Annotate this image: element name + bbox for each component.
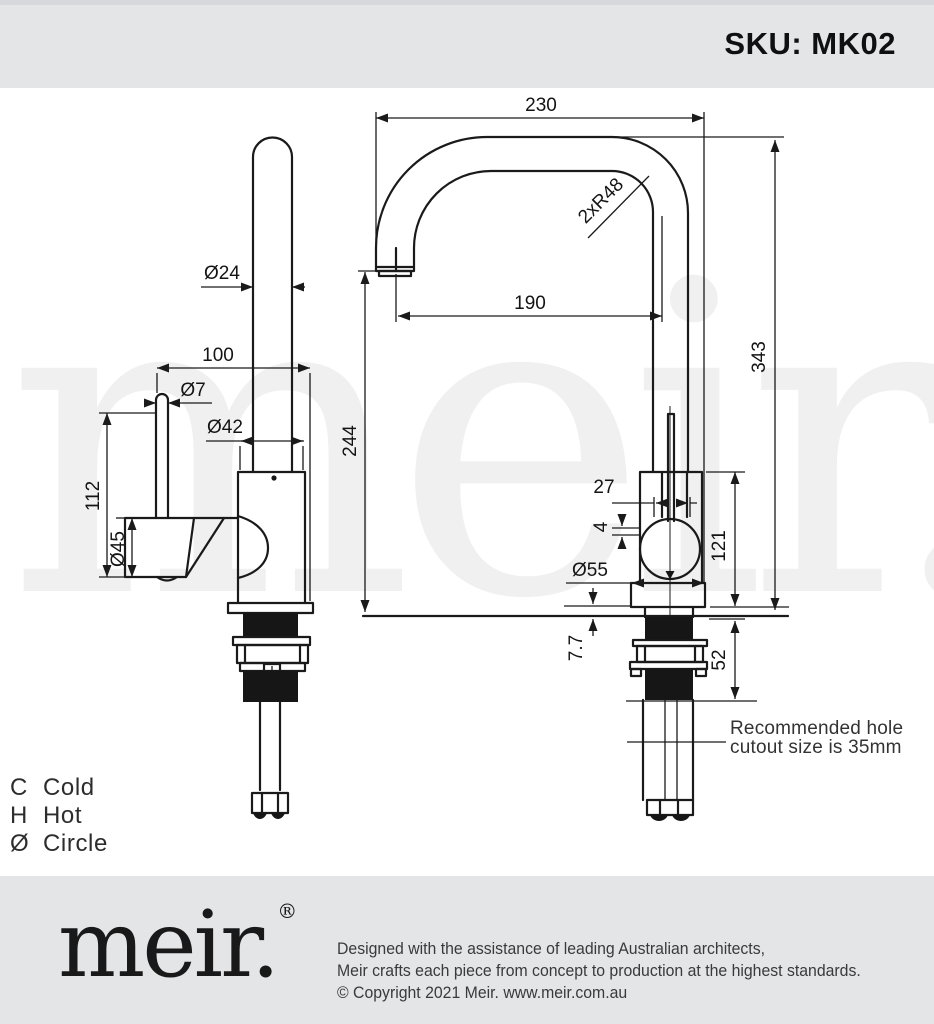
meir-logo: meir.® [58, 899, 297, 991]
sku-label: SKU: MK02 [724, 26, 896, 61]
dim-121: 121 [709, 530, 730, 562]
dim-244: 244 [340, 425, 361, 457]
dim-d55: Ø55 [572, 560, 608, 581]
side-view-outline [123, 136, 315, 819]
note-line-1: Recommended hole [730, 718, 904, 739]
dim-52: 52 [709, 649, 730, 670]
footer-line-1: Designed with the assistance of leading … [337, 939, 766, 958]
dim-230: 230 [525, 95, 557, 116]
header-banner: SKU: MK02 [0, 0, 934, 88]
dim-100: 100 [202, 345, 234, 366]
footer-line-2: Meir crafts each piece from concept to p… [337, 961, 861, 980]
legend-symbol-cold: C [10, 774, 28, 801]
symbol-legend: C Cold H Hot Ø Circle [10, 774, 108, 858]
footer-line-3: © Copyright 2021 Meir. www.meir.com.au [337, 983, 628, 1002]
dim-d7: Ø7 [180, 380, 205, 401]
front-view-outline [361, 135, 790, 821]
dim-343: 343 [749, 341, 770, 373]
legend-label-cold: Cold [43, 774, 95, 801]
hole-cutout-note: Recommended hole cutout size is 35mm [730, 719, 903, 757]
dim-d45: Ø45 [108, 531, 129, 567]
thread-section [645, 617, 693, 640]
aerator [377, 269, 413, 278]
dim-2xR48: 2xR48 [574, 174, 628, 228]
thread-section [645, 669, 693, 700]
footer-banner [0, 876, 934, 1024]
thread-section [243, 613, 298, 637]
legend-row-hot: H Hot [10, 802, 108, 830]
meir-logo-text: meir. [58, 891, 280, 998]
footer-text: Designed with the assistance of leading … [337, 938, 861, 1004]
legend-symbol-hot: H [10, 802, 28, 829]
dim-7-7: 7.7 [566, 635, 587, 661]
note-line-2: cutout size is 35mm [730, 737, 902, 758]
dim-27: 27 [593, 477, 614, 498]
legend-row-circle: Ø Circle [10, 830, 108, 858]
dim-d24: Ø24 [204, 263, 240, 284]
dim-190: 190 [514, 293, 546, 314]
legend-symbol-circle: Ø [10, 830, 30, 857]
dim-d42: Ø42 [207, 417, 243, 438]
dim-4: 4 [591, 521, 612, 532]
legend-label-circle: Circle [43, 830, 108, 857]
legend-row-cold: C Cold [10, 774, 108, 802]
thread-section [243, 671, 298, 702]
header-banner-edge [0, 0, 934, 5]
dim-112: 112 [83, 481, 104, 511]
registered-mark: ® [277, 899, 298, 923]
side-view-dimensions: 100 Ø24 Ø7 Ø42 112 Ø45 244 [83, 263, 377, 612]
set-screw-dot [271, 475, 277, 481]
legend-label-hot: Hot [43, 802, 83, 829]
